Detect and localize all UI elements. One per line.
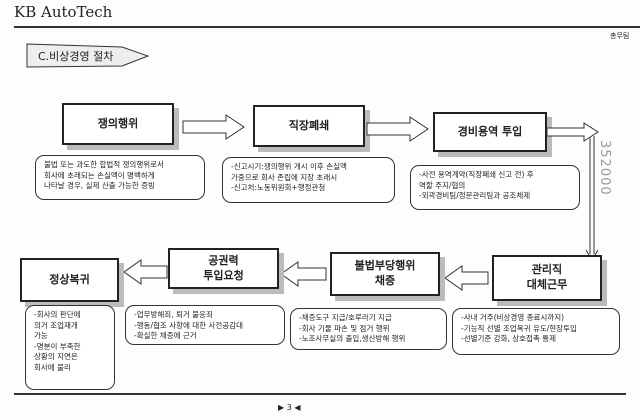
step-public-authority: 공권력 투입요청 xyxy=(168,248,279,289)
header-divider xyxy=(14,26,640,28)
arrow-left-icon xyxy=(123,259,168,285)
step-evidence-collection: 불법부당행위 채증 xyxy=(330,252,440,296)
step-public-authority-description: -업무방해죄, 퇴거 불응죄 -행동/협조 사항에 대한 사전공감대 -확실한 … xyxy=(125,305,285,345)
arrow-right-icon xyxy=(182,114,245,140)
step-security-service: 경비용역 투입 xyxy=(433,112,547,152)
step-lockout-description: -신고시기:쟁의행위 개시 이후 손실액 가중으로 회사 존립에 지장 초래시 … xyxy=(222,157,395,203)
step-manager-substitute: 관리직 대체근무 xyxy=(492,255,602,301)
step-normal-return: 정상복귀 xyxy=(20,258,119,302)
step-normal-return-description: -회사의 판단에 의거 조업재개 가능 -명분이 부족한 상황의 지연은 회사에… xyxy=(25,305,115,390)
arrow-down-connector-icon xyxy=(546,122,599,261)
step-dispute: 쟁의행위 xyxy=(62,103,174,145)
arrow-left-icon xyxy=(280,261,327,287)
step-lockout: 직장폐쇄 xyxy=(253,105,365,147)
step-dispute-description: 불법 또는 과도한 합법적 쟁의행위로서 회사에 초래되는 손실액이 명백하게 … xyxy=(35,155,205,200)
section-title: C.비상경영 절차 xyxy=(38,50,114,63)
page-number: ▶ 3 ◀ xyxy=(278,403,301,412)
company-brand: KB AutoTech xyxy=(14,3,113,21)
side-stamp: 352000 xyxy=(597,140,612,196)
step-security-service-description: -사전 용역계약(직장폐쇄 신고 전) 후 역할 주지/협의 -외곽경비팀/정문… xyxy=(410,165,580,210)
department-label: 총무팀 xyxy=(610,32,630,40)
footer-divider xyxy=(14,393,626,395)
arrow-right-icon xyxy=(366,116,429,142)
step-manager-substitute-description: -사내 거주(비상경영 종료시까지) -기능직 선별 조업복귀 유도/현장투입 … xyxy=(452,308,620,355)
section-title-tag: C.비상경영 절차 xyxy=(26,43,150,68)
arrow-left-icon xyxy=(444,265,489,291)
step-evidence-collection-description: -채증도구 지급/호루라기 지급 -회사 기물 파손 및 점거 행위 -노조사무… xyxy=(290,308,447,350)
